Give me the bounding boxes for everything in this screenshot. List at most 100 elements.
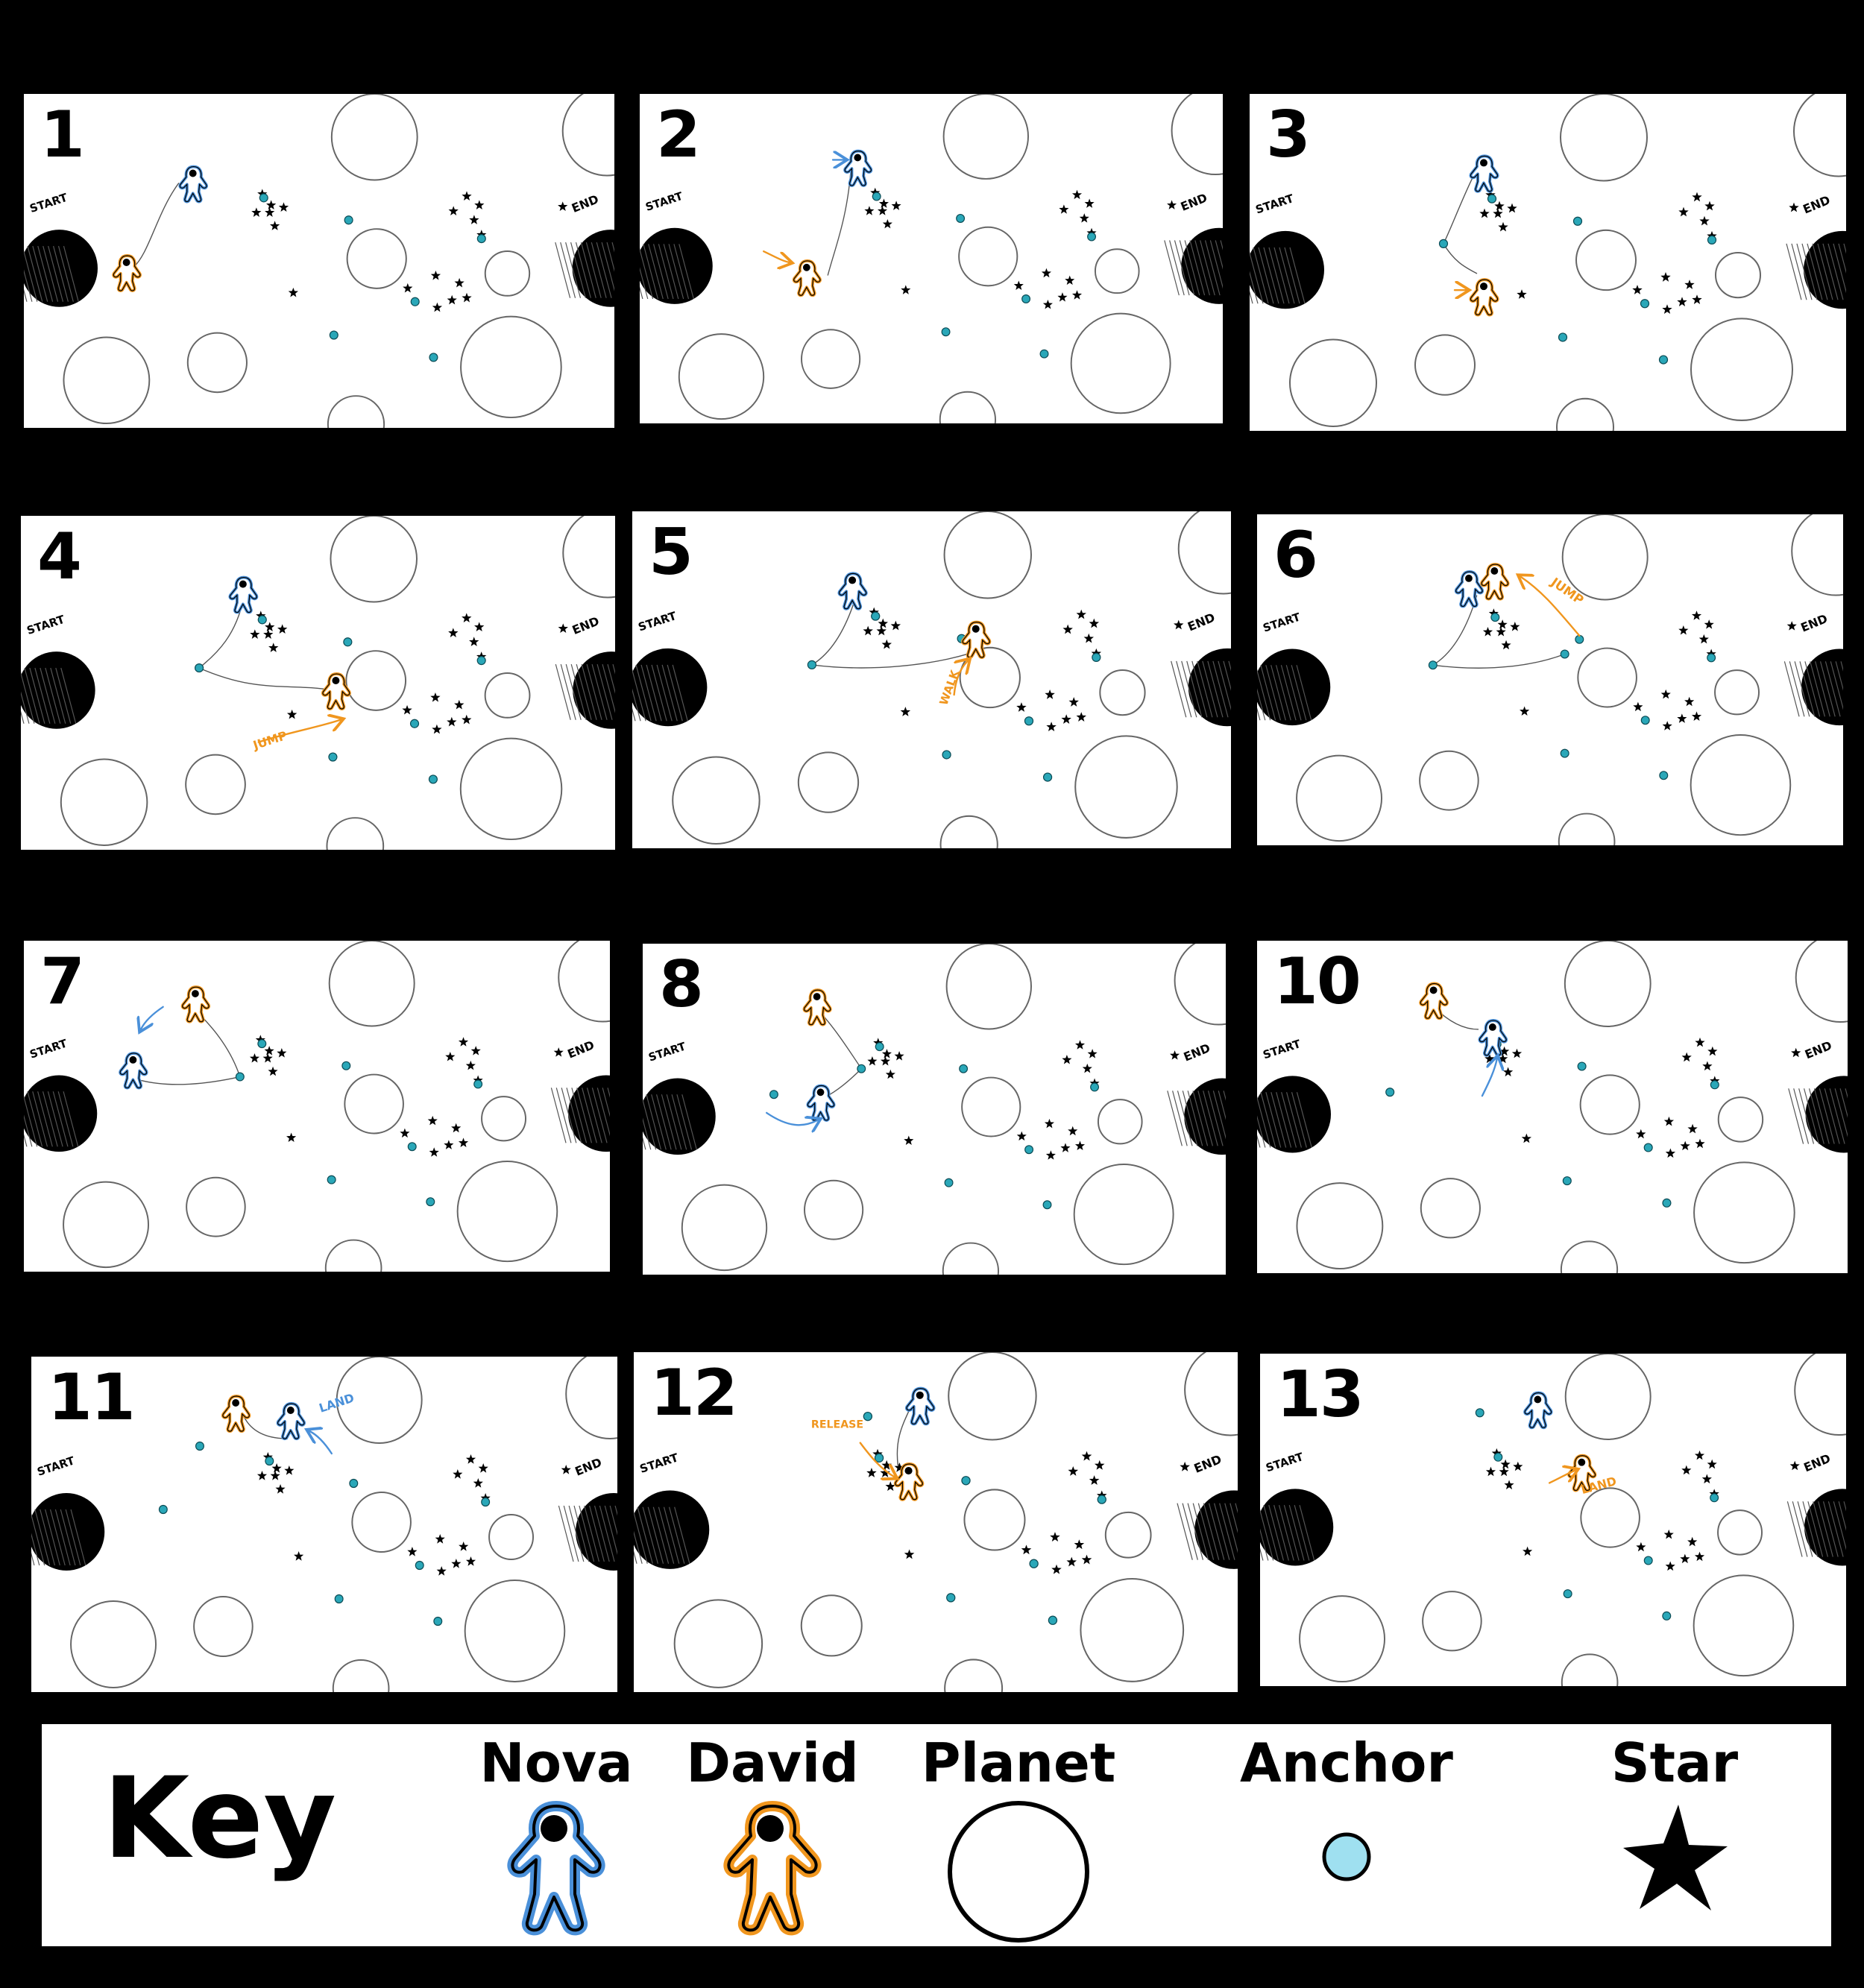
star-icon	[1663, 1529, 1674, 1539]
star-icon	[1660, 272, 1671, 282]
annotation-label: START	[1262, 1037, 1303, 1061]
star-icon	[1665, 1148, 1676, 1158]
star-icon	[1041, 268, 1051, 278]
star-icon	[1174, 619, 1184, 630]
anchor-dot-icon	[195, 663, 204, 673]
planet-circle-icon	[561, 94, 614, 177]
motion-arrow-icon	[859, 1442, 895, 1477]
star-icon	[878, 198, 890, 208]
star-icon	[473, 1478, 483, 1488]
planet-circle-icon	[558, 941, 610, 1023]
star-icon	[451, 1559, 462, 1568]
star-icon	[864, 206, 875, 215]
star-icon	[1500, 1459, 1511, 1469]
david-character	[1480, 563, 1510, 601]
tether-line	[1431, 595, 1565, 669]
end-planet-icon	[1171, 648, 1231, 727]
anchor-dot-icon	[1640, 299, 1650, 309]
star-icon	[1677, 713, 1687, 723]
anchor-dot-icon	[428, 774, 438, 784]
annotation-label: JUMP	[1548, 574, 1587, 608]
end-planet-icon	[558, 1493, 617, 1571]
star-icon	[1789, 1460, 1800, 1471]
david-character	[893, 1462, 925, 1501]
star-icon	[1663, 1116, 1675, 1126]
planet-circle-icon	[330, 516, 418, 603]
annotation-label: WALK	[936, 667, 962, 707]
key-item-planet: Planet	[877, 1736, 1160, 1946]
anchor-dot-icon	[959, 1064, 969, 1073]
panel-number: 2	[656, 98, 701, 172]
planet-circle-icon	[804, 1179, 864, 1240]
end-planet-icon	[1788, 1076, 1848, 1153]
anchor-dot-icon	[349, 1478, 359, 1489]
anchor-dot-icon	[1428, 660, 1438, 670]
annotation-label: START	[36, 1454, 77, 1479]
star-icon	[1507, 203, 1517, 213]
start-planet-icon	[21, 651, 95, 729]
planet-circle-icon	[1717, 1509, 1763, 1556]
key-label: Nova	[479, 1732, 633, 1794]
star-icon	[863, 625, 873, 636]
planet-circle-icon	[959, 646, 1021, 709]
nova-character	[905, 1386, 936, 1426]
anchor-dot-icon	[158, 1504, 168, 1515]
star-icon	[553, 1047, 564, 1057]
panel-number: 7	[40, 944, 85, 1019]
star-icon	[453, 1469, 463, 1479]
star-icon	[1520, 706, 1530, 716]
star-icon	[1660, 689, 1671, 699]
star-icon	[866, 1468, 877, 1477]
planet-circle-icon	[1793, 94, 1846, 177]
planet-circle-icon	[1177, 511, 1231, 595]
anchor-dot-icon	[1475, 1408, 1484, 1418]
anchor-dot-icon	[334, 1594, 344, 1604]
planet-circle-icon	[1419, 750, 1479, 811]
planet-circle-icon	[939, 815, 998, 848]
anchor-dot-icon	[341, 1061, 351, 1070]
star-icon	[1084, 198, 1095, 208]
anchor-dot-icon	[769, 1090, 778, 1099]
planet-circle-icon	[459, 737, 563, 841]
planet-circle-icon	[1577, 647, 1637, 708]
star-icon	[1521, 1133, 1531, 1143]
star-icon	[451, 1123, 462, 1133]
anchor-dot-icon	[956, 213, 966, 223]
panel-number: 8	[659, 947, 704, 1022]
star-icon	[1065, 275, 1075, 285]
planet-circle-icon	[1714, 669, 1760, 716]
star-icon	[1501, 640, 1511, 650]
anchor-dot-icon	[1640, 716, 1650, 725]
start-planet-icon	[1257, 649, 1331, 726]
panel-number: 13	[1276, 1357, 1364, 1432]
star-icon	[436, 1566, 447, 1576]
star-icon	[454, 699, 465, 710]
star-icon	[1061, 714, 1071, 724]
motion-arrow-icon	[1481, 1059, 1497, 1097]
anchor-dot-icon	[429, 353, 438, 362]
planet-circle-icon	[1171, 94, 1223, 176]
tether-line	[1443, 176, 1478, 274]
anchor-dot-icon	[344, 215, 353, 225]
annotation-label: END	[573, 1455, 603, 1479]
end-planet-icon	[1167, 1078, 1226, 1155]
david-character	[321, 672, 351, 710]
star-icon	[1680, 1553, 1690, 1564]
anchor-dot-icon	[857, 1064, 866, 1073]
star-icon	[1013, 280, 1024, 290]
david-character	[961, 620, 992, 659]
anchor-dot-icon	[1572, 216, 1583, 226]
star-icon	[1060, 1143, 1071, 1152]
planet-circle-icon	[1693, 1161, 1795, 1264]
planet-circle-icon	[484, 250, 531, 297]
annotation-label: END	[570, 192, 601, 215]
star-icon	[1094, 1460, 1105, 1470]
star-icon	[269, 221, 280, 230]
anchor-dot-icon	[807, 660, 817, 670]
star-icon	[1691, 711, 1702, 721]
planet-circle-icon	[1717, 1096, 1764, 1143]
